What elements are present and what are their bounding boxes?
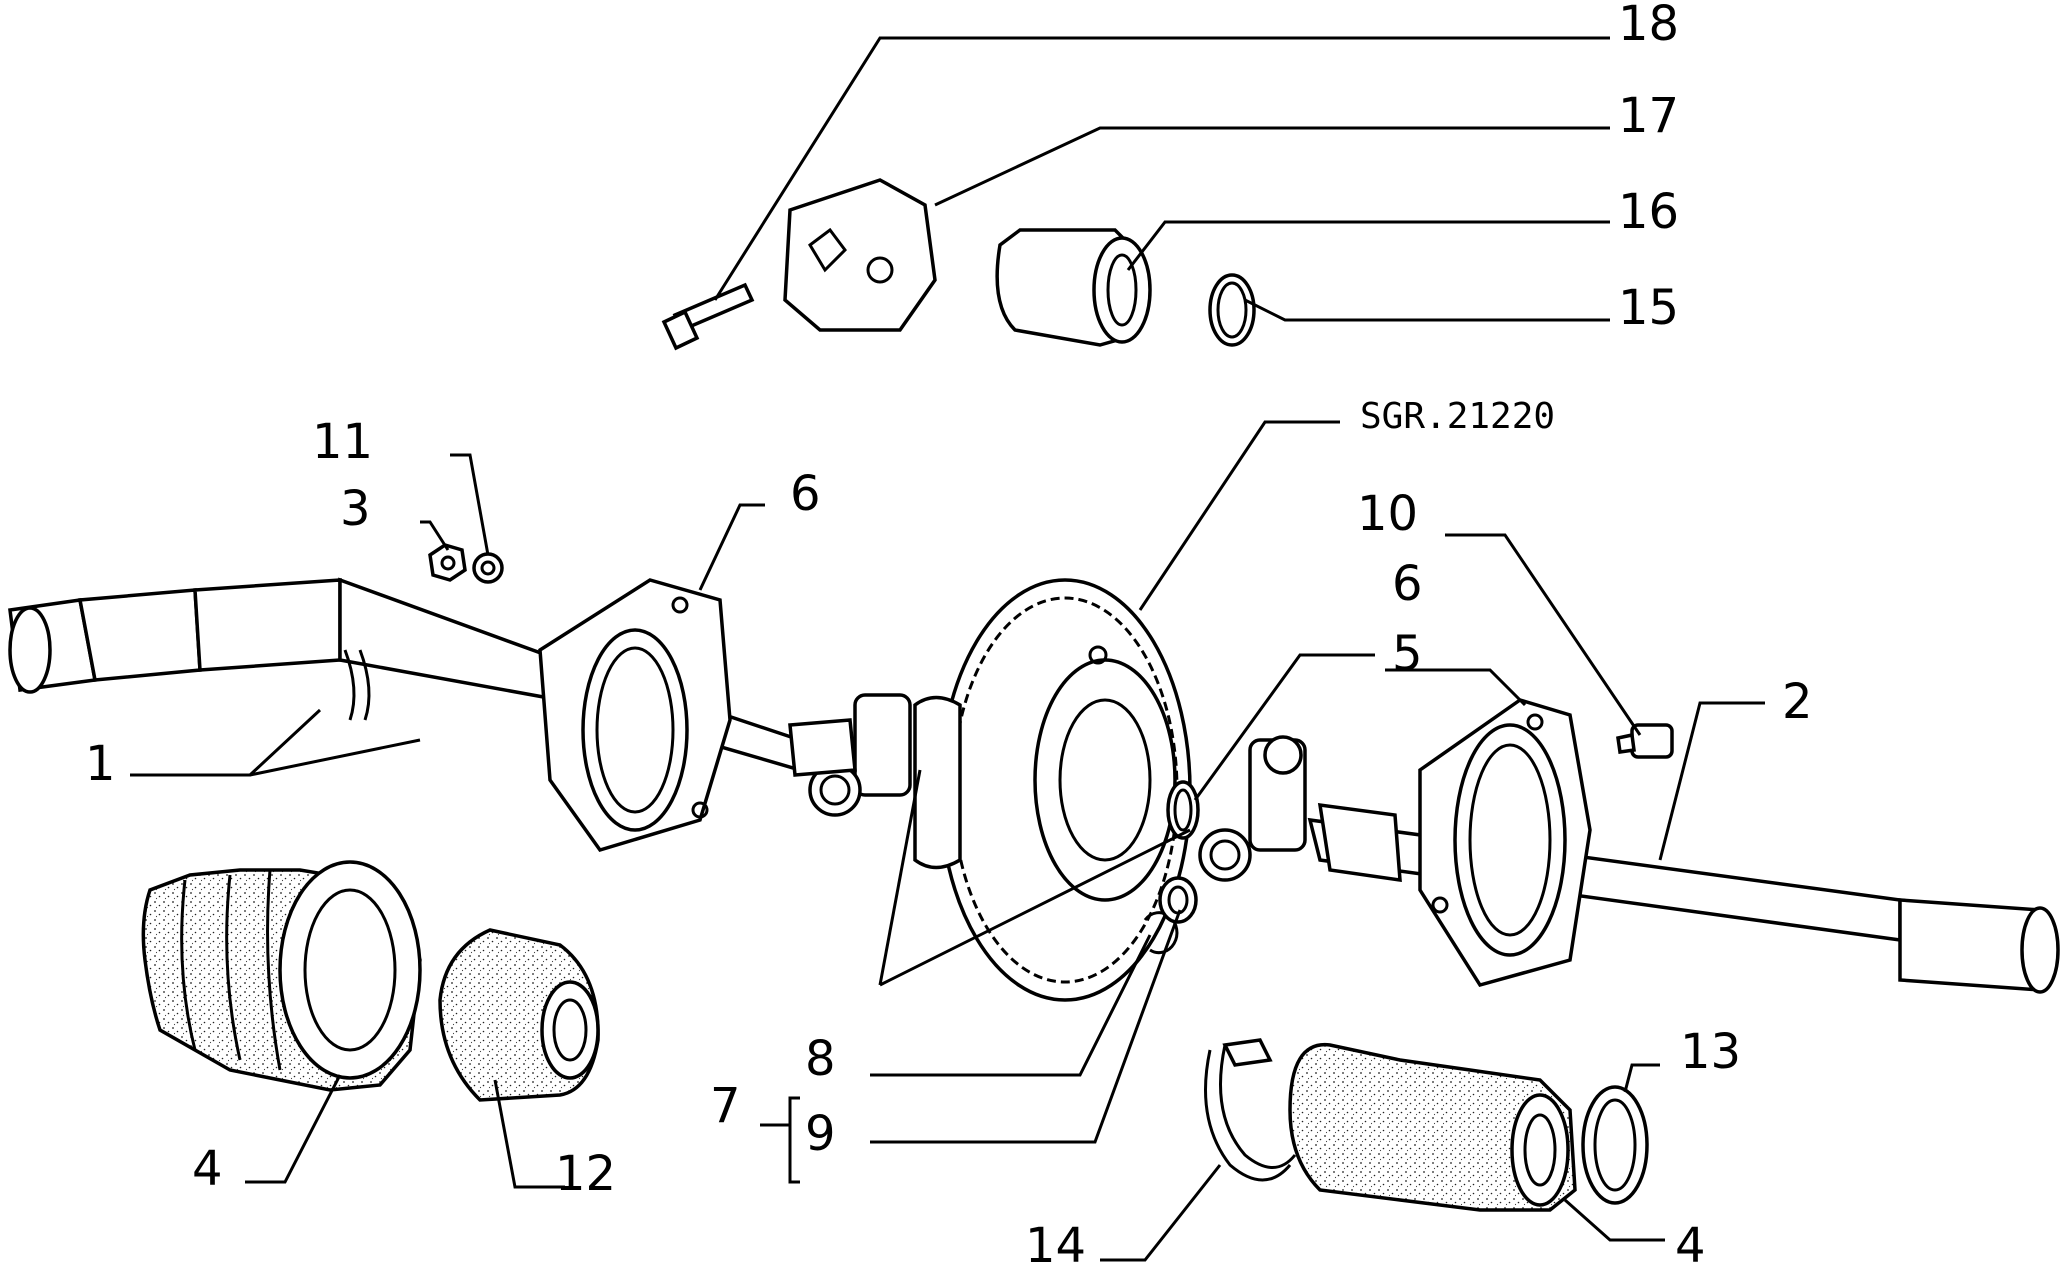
leader-lines xyxy=(130,36,1765,1262)
label-15: 15 xyxy=(1618,280,1679,336)
right-cv-boot xyxy=(1288,1043,1577,1212)
label-3: 3 xyxy=(340,481,371,537)
small-cv-boot xyxy=(438,928,600,1102)
left-cv-boot xyxy=(141,860,422,1092)
part-labels: 18 17 16 15 SGR.21220 11 3 6 10 6 5 2 1 … xyxy=(85,0,1813,1270)
label-13: 13 xyxy=(1680,1024,1741,1080)
diagram-code: SGR.21220 xyxy=(1360,396,1555,437)
large-hose-clamp xyxy=(1204,1038,1297,1182)
sleeve-17 xyxy=(783,178,937,332)
label-1: 1 xyxy=(85,736,116,792)
shim-and-circlip xyxy=(1143,876,1198,955)
nut-and-washer xyxy=(428,543,504,584)
label-7: 7 xyxy=(710,1078,741,1134)
label-8: 8 xyxy=(805,1031,836,1087)
bolt-18 xyxy=(661,282,755,351)
label-9: 9 xyxy=(805,1106,836,1162)
left-flange xyxy=(538,578,732,853)
label-6-left: 6 xyxy=(790,466,821,522)
label-4-left: 4 xyxy=(192,1141,223,1197)
label-6-right: 6 xyxy=(1392,556,1423,612)
label-2: 2 xyxy=(1782,674,1813,730)
left-planet-gear xyxy=(788,693,912,817)
left-axle-shaft xyxy=(8,577,802,773)
label-12: 12 xyxy=(555,1146,616,1202)
label-11: 11 xyxy=(312,414,373,470)
oring-15 xyxy=(1208,273,1256,347)
bleed-screw xyxy=(1616,723,1674,759)
label-16: 16 xyxy=(1618,184,1679,240)
thrust-ring xyxy=(1166,780,1200,840)
right-flange xyxy=(1418,698,1592,988)
label-18: 18 xyxy=(1618,0,1679,52)
label-5: 5 xyxy=(1392,626,1423,682)
label-10: 10 xyxy=(1357,486,1418,542)
right-planet-gear xyxy=(1198,735,1307,882)
label-17: 17 xyxy=(1618,88,1679,144)
label-4-right: 4 xyxy=(1675,1218,1706,1265)
small-hose-clamp xyxy=(1581,1085,1649,1205)
bearing-16 xyxy=(995,228,1152,347)
label-14: 14 xyxy=(1025,1218,1086,1265)
